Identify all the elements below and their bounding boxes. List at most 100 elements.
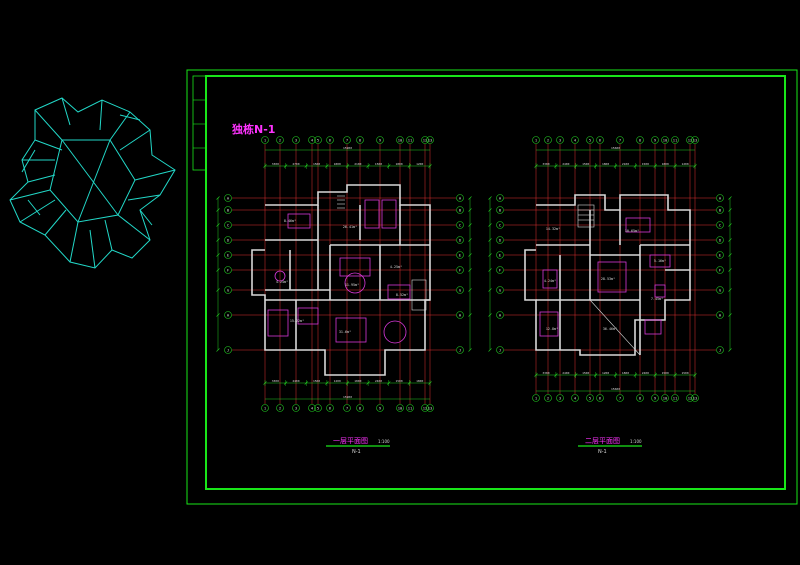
axis-bubble-label: 4 bbox=[311, 138, 314, 143]
axis-bubble bbox=[426, 404, 434, 412]
second-floor-furniture bbox=[539, 217, 671, 337]
axis-bubble-label: 7 bbox=[346, 138, 348, 143]
axis-bubble-label: 6 bbox=[329, 406, 332, 411]
axis-bubble bbox=[496, 251, 504, 259]
dimension-text: 2400 bbox=[642, 371, 649, 375]
drawing-title: 独栋N-1 bbox=[231, 122, 275, 136]
roof-plan bbox=[9, 97, 176, 269]
axis-bubble-label: 5 bbox=[317, 138, 319, 143]
room-area-label: 8.52m² bbox=[396, 293, 408, 297]
axis-bubble-label: E bbox=[499, 253, 502, 258]
dimension-text: 1800 bbox=[334, 162, 341, 166]
axis-bubble-label: 5 bbox=[589, 138, 591, 143]
axis-bubble bbox=[716, 236, 724, 244]
dimension-tick bbox=[216, 196, 220, 200]
axis-bubble bbox=[314, 136, 322, 144]
axis-bubble bbox=[496, 346, 504, 354]
axis-bubble bbox=[636, 394, 644, 402]
axis-bubble-label: 6 bbox=[599, 138, 602, 143]
axis-bubble-label: 9 bbox=[379, 406, 382, 411]
axis-bubble bbox=[671, 394, 679, 402]
axis-bubble bbox=[716, 221, 724, 229]
axis-bubble-label: 3 bbox=[559, 138, 561, 143]
axis-bubble bbox=[556, 136, 564, 144]
axis-bubble bbox=[586, 136, 594, 144]
axis-bubble-label: D bbox=[719, 238, 722, 243]
axis-bubble-label: E bbox=[719, 253, 722, 258]
axis-bubble bbox=[496, 286, 504, 294]
dimension-tick bbox=[468, 288, 472, 292]
dimension-text: 1200 bbox=[334, 379, 341, 383]
axis-bubble-label: 8 bbox=[359, 138, 362, 143]
axis-bubble-label: 9 bbox=[654, 396, 657, 401]
dimension-tick bbox=[728, 223, 732, 227]
dimension-tick bbox=[728, 208, 732, 212]
axis-bubble-label: C bbox=[459, 223, 461, 228]
axis-bubble bbox=[456, 236, 464, 244]
axis-bubble-label: A bbox=[227, 196, 230, 201]
axis-bubble bbox=[671, 136, 679, 144]
axis-bubble bbox=[456, 221, 464, 229]
drawing-frame bbox=[186, 69, 798, 505]
axis-bubble-label: 13 bbox=[693, 396, 698, 401]
dimension-tick bbox=[216, 313, 220, 317]
axis-bubble bbox=[616, 394, 624, 402]
axis-bubble bbox=[716, 266, 724, 274]
axis-bubble-label: 4 bbox=[311, 406, 314, 411]
axis-bubble-label: 7 bbox=[619, 138, 621, 143]
dimension-text: 1500 bbox=[642, 162, 649, 166]
axis-bubble-label: 3 bbox=[295, 138, 297, 143]
room-area-label: 8.46m² bbox=[284, 219, 296, 223]
dimension-tick bbox=[468, 208, 472, 212]
axis-bubble bbox=[661, 394, 669, 402]
axis-bubble bbox=[426, 136, 434, 144]
axis-bubble-label: J bbox=[499, 348, 501, 353]
axis-bubble bbox=[571, 136, 579, 144]
axis-bubble-label: 5 bbox=[589, 396, 591, 401]
dimension-tick bbox=[488, 196, 492, 200]
axis-bubble bbox=[544, 394, 552, 402]
axis-bubble-label: 13 bbox=[693, 138, 698, 143]
axis-bubble bbox=[396, 136, 404, 144]
axis-bubble bbox=[224, 206, 232, 214]
room-area-label: 11.95m² bbox=[345, 283, 359, 287]
room-area-label: 12.8m² bbox=[546, 327, 558, 331]
dimension-text: 2700 bbox=[292, 162, 299, 166]
dimension-tick bbox=[216, 238, 220, 242]
dimension-tick bbox=[468, 223, 472, 227]
dimension-tick bbox=[468, 238, 472, 242]
dimension-text: 1500 bbox=[395, 379, 402, 383]
dimension-tick bbox=[216, 223, 220, 227]
axis-bubble bbox=[532, 394, 540, 402]
second-floor-caption-title: 二层平面图 bbox=[585, 437, 620, 445]
axis-bubble bbox=[456, 206, 464, 214]
axis-bubble bbox=[636, 136, 644, 144]
axis-bubble-label: F bbox=[459, 268, 462, 273]
axis-bubble-label: G bbox=[227, 288, 230, 293]
axis-bubble-label: D bbox=[459, 238, 462, 243]
axis-bubble bbox=[292, 404, 300, 412]
axis-bubble-label: G bbox=[719, 288, 722, 293]
second-floor-caption: 二层平面图 1:100 N-1 bbox=[578, 437, 642, 455]
axis-bubble bbox=[326, 136, 334, 144]
axis-bubble-label: J bbox=[227, 348, 229, 353]
dimension-tick bbox=[216, 208, 220, 212]
axis-bubble bbox=[716, 251, 724, 259]
axis-bubble bbox=[396, 404, 404, 412]
axis-bubble-label: H bbox=[719, 313, 722, 318]
axis-bubble-label: 10 bbox=[663, 396, 668, 401]
dimension-text: 1500 bbox=[313, 379, 320, 383]
room-area-label: 4.24m² bbox=[544, 279, 556, 283]
axis-bubble bbox=[276, 404, 284, 412]
axis-bubble-label: 11 bbox=[408, 138, 413, 143]
axis-bubble-label: 10 bbox=[398, 138, 403, 143]
axis-bubble-label: J bbox=[719, 348, 721, 353]
axis-bubble bbox=[308, 136, 316, 144]
room-area-label: 10.65m² bbox=[625, 229, 639, 233]
axis-bubble bbox=[596, 136, 604, 144]
axis-bubble bbox=[496, 311, 504, 319]
first-floor-stairs bbox=[337, 195, 427, 311]
axis-bubble-label: 3 bbox=[559, 396, 561, 401]
